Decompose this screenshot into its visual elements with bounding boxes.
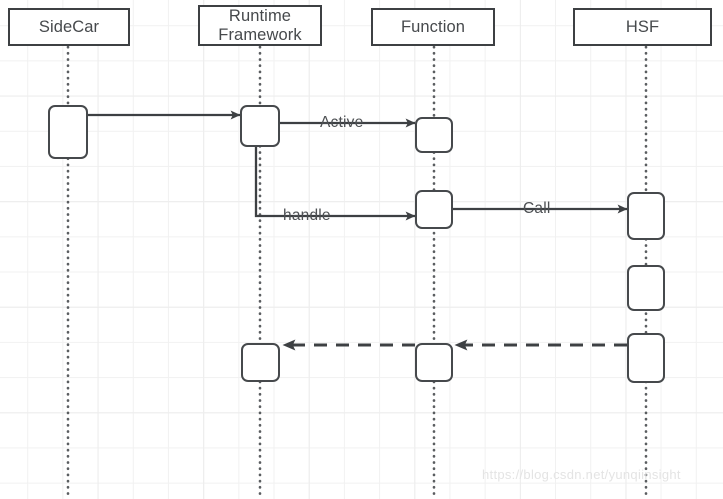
message-arrow-handle [254,147,416,221]
activation-runtime-2[interactable] [241,343,280,382]
activation-hsf-3[interactable] [627,333,665,383]
activation-sidecar-1[interactable] [48,105,88,159]
participant-label-runtime: Runtime Framework [218,7,302,44]
activation-function-2[interactable] [415,190,453,229]
participant-label-hsf: HSF [625,17,660,36]
message-label-active: Active [320,114,364,131]
watermark: https://blog.csdn.net/yunqiinsight [482,467,681,482]
message-label-call: Call [523,200,551,217]
activation-hsf-1[interactable] [627,192,665,240]
participant-label-sidecar: SideCar [38,17,100,36]
participant-header-sidecar[interactable]: SideCar [8,8,130,46]
participant-label-function: Function [400,17,466,36]
activation-runtime-1[interactable] [240,105,280,147]
participant-header-hsf[interactable]: HSF [573,8,712,46]
activation-function-3[interactable] [415,343,453,382]
participant-header-runtime[interactable]: Runtime Framework [198,5,322,46]
message-label-handle: handle [283,207,331,224]
activation-function-1[interactable] [415,117,453,153]
participant-header-function[interactable]: Function [371,8,495,46]
activation-hsf-2[interactable] [627,265,665,311]
